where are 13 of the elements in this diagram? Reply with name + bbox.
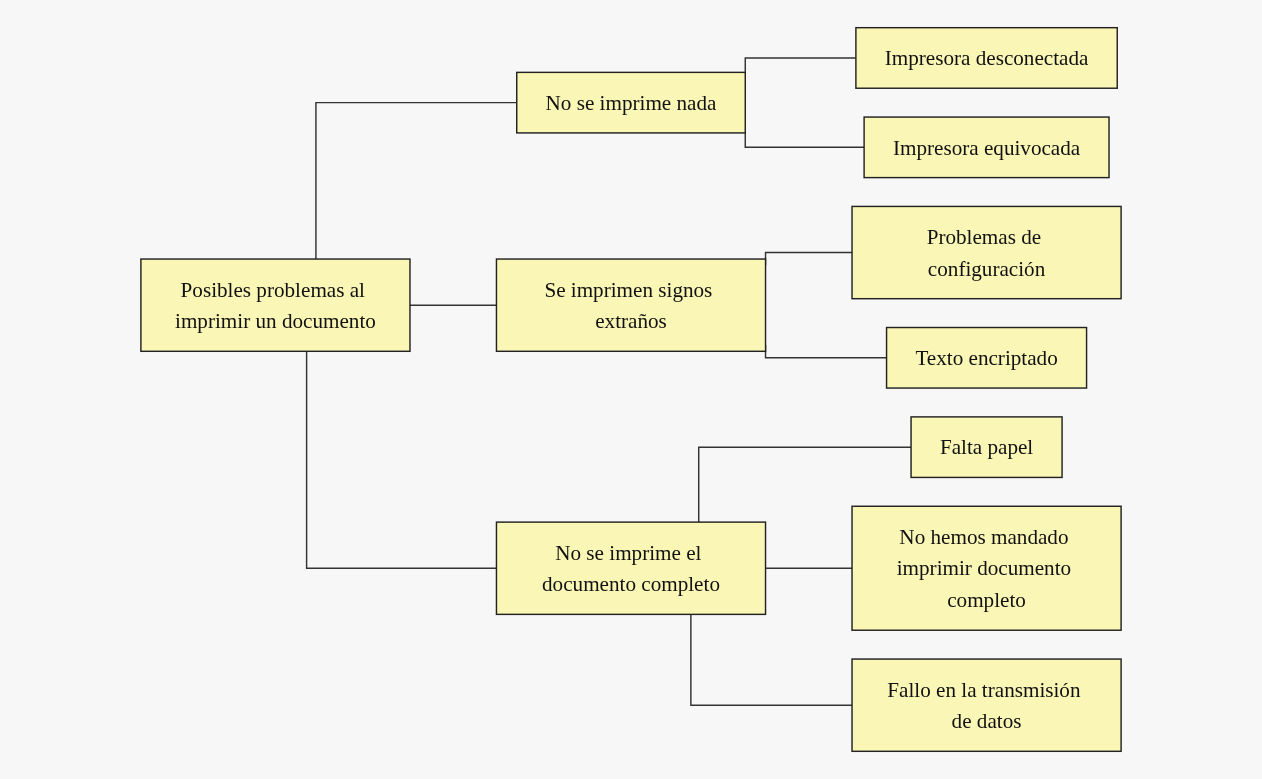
node-box: Impresora equivocada [863,116,1110,179]
node-box: No se imprime el documento completo [495,521,767,616]
node-box: Texto encriptado [885,326,1088,389]
node-box: Problemas de configuración [851,205,1122,300]
node-box: Se imprimen signos extraños [495,258,767,353]
node-box: Impresora desconectada [855,26,1118,89]
node-box: No hemos mandado imprimir documento completo [851,505,1122,631]
connector [690,613,853,706]
node-box: Falta papel [910,416,1063,479]
node-box: Fallo en la transmisión de datos [851,658,1122,753]
node-box: No se imprime nada [516,71,746,134]
connector [698,446,912,523]
node-box: Posibles problemas al imprimir un documento [140,258,411,353]
